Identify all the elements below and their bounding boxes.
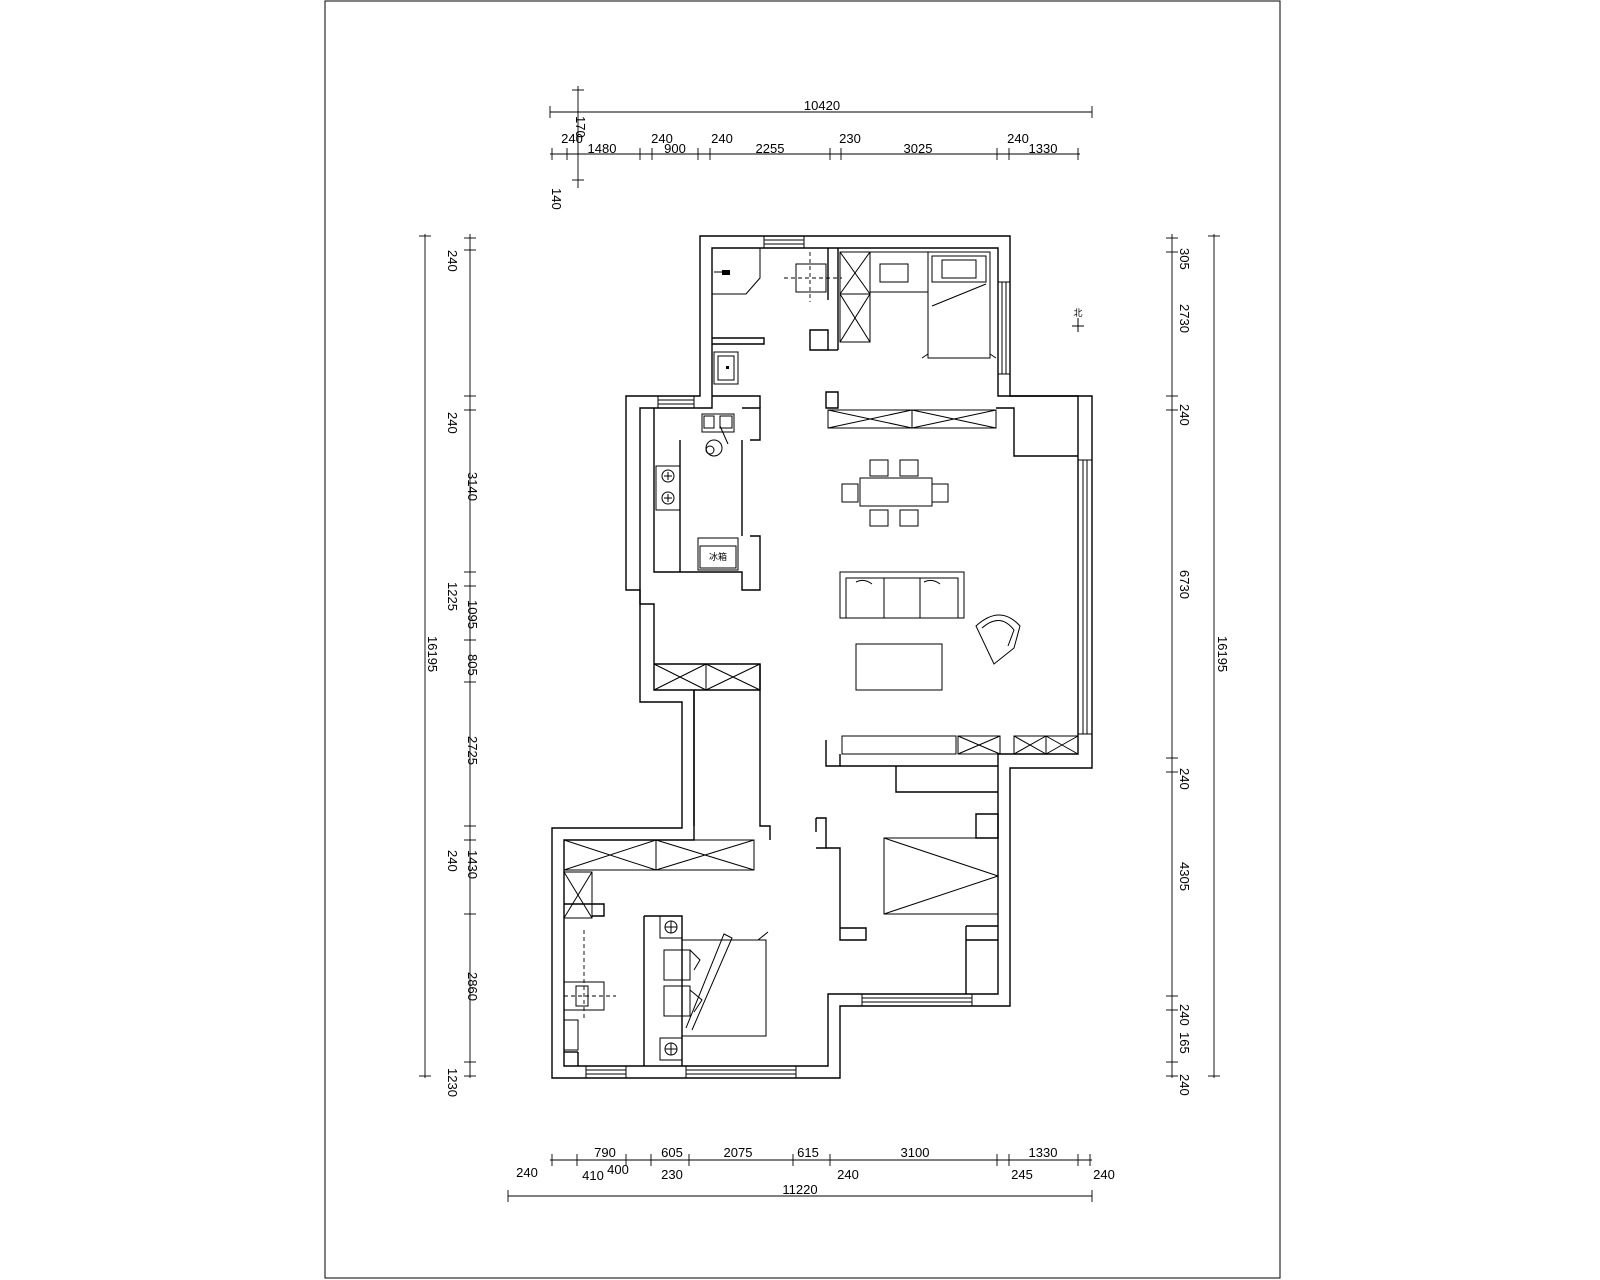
dim-left-seg-9: 1430: [465, 850, 480, 879]
dim-top-seg-3: 240: [651, 131, 673, 146]
dim-right-seg-5: 240: [1177, 768, 1192, 790]
corridor-closet: [653, 663, 761, 691]
dim-left-seg-6: 805: [465, 654, 480, 676]
dim-left-seg-2: 240: [445, 412, 460, 434]
dim-bottom-up-2: 605: [661, 1145, 683, 1160]
third-bedroom-furniture: [563, 839, 769, 1061]
dim-right-seg-7: 240: [1177, 1004, 1192, 1026]
dim-top-seg-1: 240: [561, 131, 583, 146]
dim-top-overall: 10420: [804, 98, 840, 113]
dim-left-seg-11: 1230: [445, 1068, 460, 1097]
dim-right-seg-2: 2730: [1177, 304, 1192, 333]
bathroom-fixtures: [712, 247, 842, 385]
dim-bottom-up-1: 790: [594, 1145, 616, 1160]
dim-bottom-up-6: 1330: [1029, 1145, 1058, 1160]
dim-right-seg-3: 240: [1177, 404, 1192, 426]
dim-left-seg-4: 1225: [445, 582, 460, 611]
dim-bottom-low-2: 410: [582, 1168, 604, 1183]
dimension-lines: 10420 240 1480 240 900 240 2255 230 3025…: [419, 86, 1230, 1202]
dim-top-seg-9: 240: [1007, 131, 1029, 146]
north-mark: 北: [1073, 308, 1082, 318]
fridge-label: 冰箱: [709, 551, 727, 562]
dim-top-vert-1: 170: [573, 116, 588, 138]
dim-top-seg-7: 230: [839, 131, 861, 146]
dim-top-seg-5: 240: [711, 131, 733, 146]
dim-right-seg-8: 165: [1177, 1032, 1192, 1054]
dim-top-seg-4: 900: [664, 141, 686, 156]
dim-bottom-up-4: 615: [797, 1145, 819, 1160]
dim-bottom-low-7: 240: [1093, 1167, 1115, 1182]
windows: [585, 235, 1093, 1079]
dim-left-seg-8: 240: [445, 850, 460, 872]
dim-top-seg-2: 1480: [588, 141, 617, 156]
dim-bottom-up-5: 3100: [901, 1145, 930, 1160]
walls: [551, 235, 1093, 1079]
dim-left-overall: 16195: [425, 636, 440, 672]
north-arrow-icon: 北: [1072, 308, 1084, 332]
dim-right-seg-1: 305: [1177, 248, 1192, 270]
dim-left-seg-7: 2725: [465, 736, 480, 765]
dim-top-seg-6: 2255: [756, 141, 785, 156]
dim-bottom-up-3: 2075: [724, 1145, 753, 1160]
living-room-furniture: [839, 571, 1079, 755]
dim-bottom-low-5: 240: [837, 1167, 859, 1182]
dim-left-seg-5: 1095: [465, 600, 480, 629]
dim-right-overall: 16195: [1215, 636, 1230, 672]
second-bedroom-furniture: [883, 837, 999, 915]
dim-bottom-low-1: 240: [516, 1165, 538, 1180]
sheet-border: [324, 0, 1281, 1279]
dim-top-seg-8: 3025: [904, 141, 933, 156]
dim-top-seg-10: 1330: [1029, 141, 1058, 156]
dim-left-seg-3: 3140: [465, 472, 480, 501]
dim-left-seg-10: 2860: [465, 972, 480, 1001]
kitchen-fixtures: 冰箱: [655, 413, 739, 571]
dim-right-seg-6: 4305: [1177, 862, 1192, 891]
dining-furniture: [827, 409, 997, 527]
dim-bottom-low-3: 400: [607, 1162, 629, 1177]
dim-top-vert-2: 140: [549, 188, 564, 210]
dim-bottom-low-6: 245: [1011, 1167, 1033, 1182]
dim-bottom-overall: 11220: [782, 1182, 817, 1197]
dim-left-seg-1: 240: [445, 250, 460, 272]
dim-bottom-low-4: 230: [661, 1167, 683, 1182]
dim-right-seg-4: 6730: [1177, 570, 1192, 599]
master-bedroom-furniture: [839, 251, 997, 359]
dim-right-seg-9: 240: [1177, 1074, 1192, 1096]
